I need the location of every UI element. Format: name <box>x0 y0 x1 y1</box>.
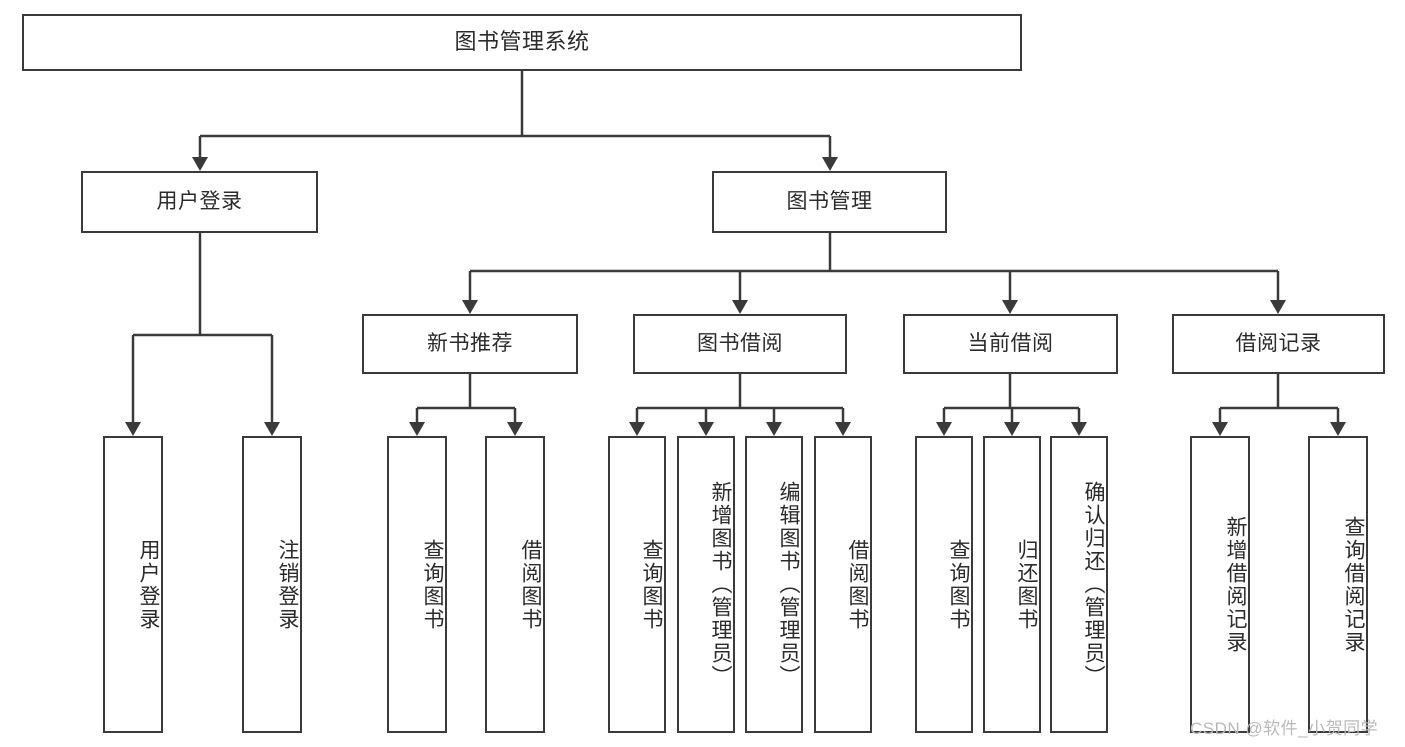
node-root-system-label: 图书管理系统 <box>454 29 590 55</box>
node-new-book-recommend[interactable]: 新书推荐 <box>362 314 578 374</box>
node-leaf-query-book-3[interactable]: 查询图书 <box>915 436 973 733</box>
node-book-borrow-label: 图书借阅 <box>697 332 783 356</box>
node-leaf-user-login[interactable]: 用户登录 <box>103 436 163 733</box>
node-leaf-add-borrow-record[interactable]: 新增借阅记录 <box>1190 436 1250 733</box>
node-new-book-recommend-label: 新书推荐 <box>427 332 513 356</box>
connector-new-book-recommend-arrow-1-head <box>507 422 523 436</box>
csdn-watermark: CSDN @软件_小贺同学 <box>1190 719 1379 738</box>
node-leaf-logout[interactable]: 注销登录 <box>242 436 302 733</box>
connector-new-book-recommend-arrow-0-head <box>409 422 425 436</box>
connector-user-login-arrow-0-head <box>125 422 141 436</box>
node-leaf-query-borrow-record-label: 查询借阅记录 <box>1342 515 1365 654</box>
node-leaf-query-book-2-label: 查询图书 <box>640 538 663 631</box>
connector-book-borrow-arrow-3-head <box>835 422 851 436</box>
node-user-login-label: 用户登录 <box>156 190 243 214</box>
connector-bookmgmt-arrow-3-head <box>1270 300 1286 314</box>
node-root-system[interactable]: 图书管理系统 <box>22 14 1022 71</box>
node-leaf-query-book-3-label: 查询图书 <box>947 538 970 631</box>
node-leaf-return-book[interactable]: 归还图书 <box>983 436 1041 733</box>
node-leaf-borrow-book-2[interactable]: 借阅图书 <box>814 436 872 733</box>
node-leaf-confirm-return[interactable]: 确认归还（管理员） <box>1050 436 1108 733</box>
node-leaf-query-book-2[interactable]: 查询图书 <box>608 436 666 733</box>
connector-bookmgmt-arrow-0-head <box>462 300 478 314</box>
connector-book-borrow-arrow-1-head <box>698 422 714 436</box>
node-leaf-logout-label: 注销登录 <box>276 538 299 631</box>
node-leaf-query-book-1[interactable]: 查询图书 <box>387 436 447 733</box>
node-leaf-edit-book-label: 编辑图书（管理员） <box>777 481 800 688</box>
node-leaf-confirm-return-label: 确认归还（管理员） <box>1082 481 1105 688</box>
node-leaf-borrow-book-2-label: 借阅图书 <box>846 538 869 631</box>
connector-borrow-record-arrow-0-head <box>1212 422 1228 436</box>
node-borrow-record[interactable]: 借阅记录 <box>1172 314 1385 374</box>
connector-current-borrow-arrow-0-head <box>936 422 952 436</box>
node-leaf-borrow-book-1-label: 借阅图书 <box>519 538 542 631</box>
node-leaf-return-book-label: 归还图书 <box>1015 538 1038 631</box>
node-leaf-query-borrow-record[interactable]: 查询借阅记录 <box>1308 436 1368 733</box>
connector-current-borrow-arrow-2-head <box>1071 422 1087 436</box>
connector-root-arrow-0-head <box>192 157 208 171</box>
node-leaf-add-book[interactable]: 新增图书（管理员） <box>677 436 735 733</box>
node-book-management[interactable]: 图书管理 <box>712 171 947 233</box>
node-leaf-edit-book[interactable]: 编辑图书（管理员） <box>745 436 803 733</box>
connector-user-login-arrow-1-head <box>264 422 280 436</box>
connector-book-borrow-arrow-0-head <box>629 422 645 436</box>
node-book-borrow[interactable]: 图书借阅 <box>633 314 847 374</box>
connector-root-arrow-1-head <box>822 157 838 171</box>
node-book-management-label: 图书管理 <box>786 190 873 214</box>
connector-current-borrow-arrow-1-head <box>1004 422 1020 436</box>
node-leaf-add-borrow-record-label: 新增借阅记录 <box>1224 515 1247 654</box>
connector-borrow-record-arrow-1-head <box>1330 422 1346 436</box>
connector-bookmgmt-arrow-1-head <box>732 300 748 314</box>
node-leaf-query-book-1-label: 查询图书 <box>421 538 444 631</box>
node-leaf-add-book-label: 新增图书（管理员） <box>709 481 732 688</box>
node-leaf-user-login-label: 用户登录 <box>137 538 160 631</box>
node-leaf-borrow-book-1[interactable]: 借阅图书 <box>485 436 545 733</box>
node-user-login[interactable]: 用户登录 <box>81 171 318 233</box>
connector-book-borrow-arrow-2-head <box>766 422 782 436</box>
node-borrow-record-label: 借阅记录 <box>1235 332 1322 356</box>
node-current-borrow-label: 当前借阅 <box>967 332 1054 356</box>
node-current-borrow[interactable]: 当前借阅 <box>903 314 1118 374</box>
connector-bookmgmt-arrow-2-head <box>1002 300 1018 314</box>
